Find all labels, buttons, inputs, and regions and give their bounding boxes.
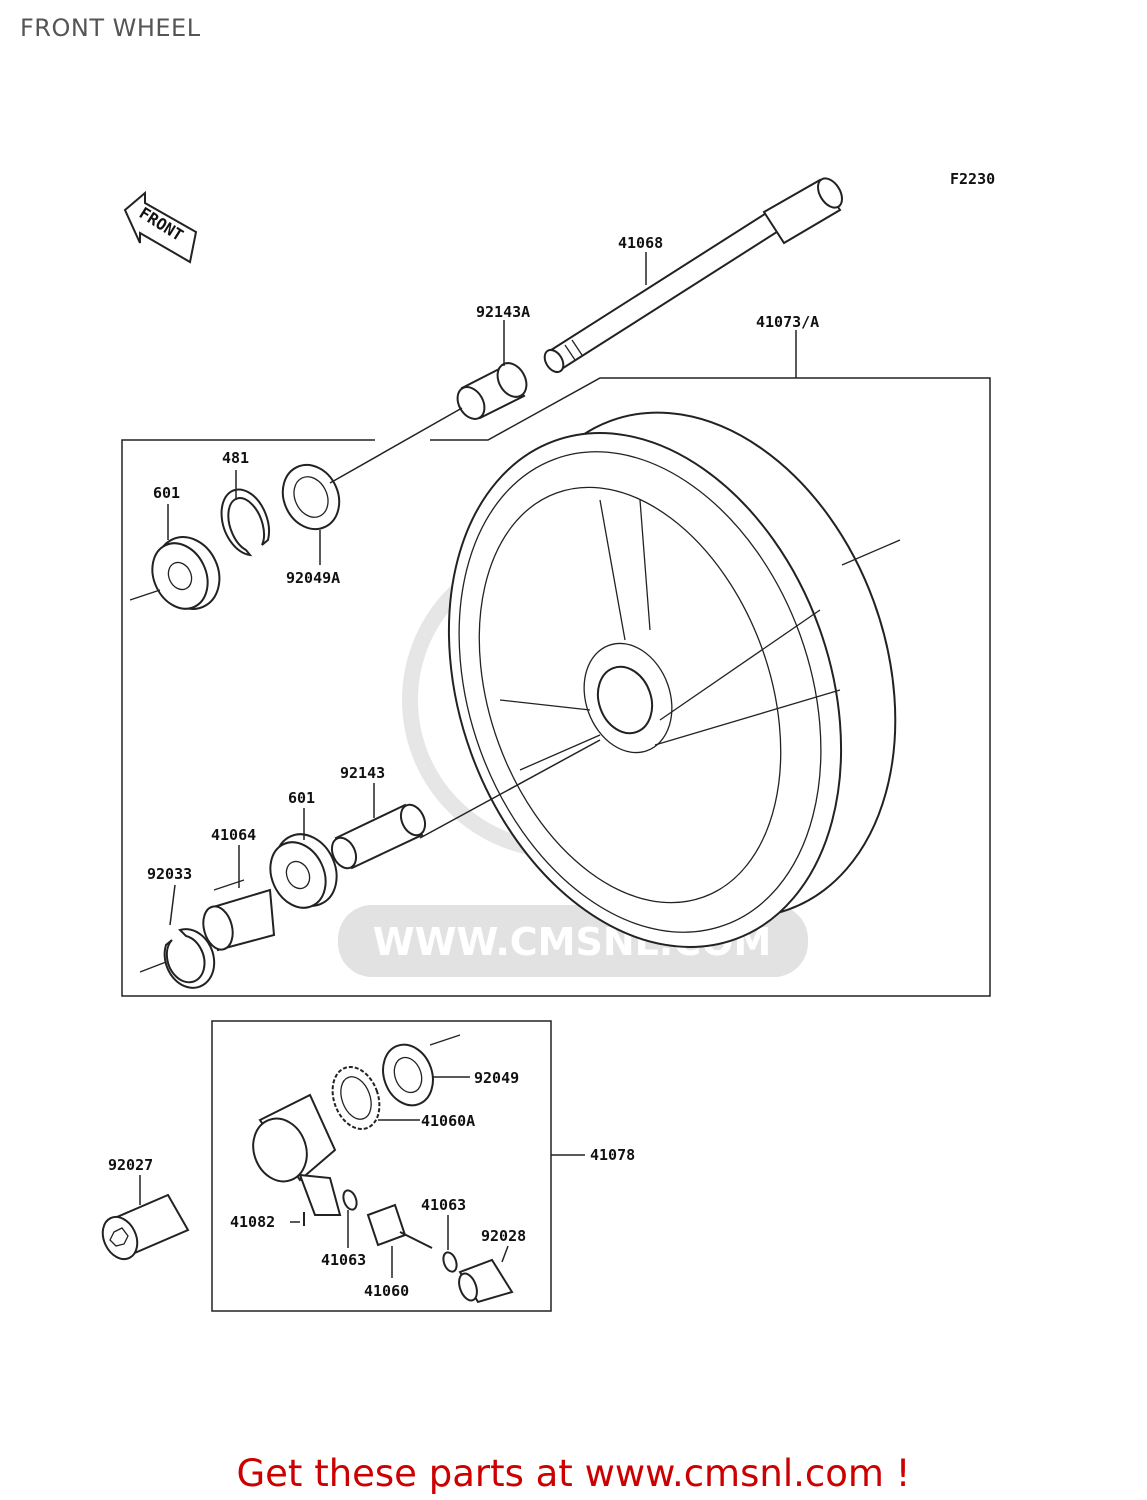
label-41064: 41064	[211, 826, 256, 844]
part-labels: 41068 92143A 41073/A 481 601 92049A 9214…	[108, 234, 819, 1300]
label-41068: 41068	[618, 234, 663, 252]
label-92143: 92143	[340, 764, 385, 782]
figure-code: F2230	[950, 170, 995, 188]
collar-92143A	[456, 362, 528, 420]
circlip-92033	[163, 928, 216, 989]
page-title: FRONT WHEEL	[20, 14, 201, 42]
gear-41060A	[331, 1066, 381, 1130]
bearing-601-bottom	[269, 833, 338, 909]
label-92143A: 92143A	[476, 303, 530, 321]
label-41063-right: 41063	[421, 1196, 466, 1214]
bearing-601-top	[129, 536, 221, 610]
label-92033: 92033	[147, 865, 192, 883]
axle-41068	[543, 177, 843, 374]
label-92027: 92027	[108, 1156, 153, 1174]
label-481: 481	[222, 449, 249, 467]
wheel-41073A	[447, 411, 901, 948]
pinion-41060	[366, 1203, 433, 1249]
circlip-481	[220, 488, 270, 557]
bushing-92028	[458, 1258, 514, 1304]
wheel-assembly-frame	[121, 377, 991, 997]
collar-92143	[330, 803, 427, 870]
gear-housing-body	[252, 1093, 342, 1216]
gear-assembly-frame	[211, 1020, 552, 1312]
label-92028: 92028	[481, 1227, 526, 1245]
label-41063-left: 41063	[321, 1251, 366, 1269]
label-41060: 41060	[364, 1282, 409, 1300]
label-92049A: 92049A	[286, 569, 340, 587]
label-41073A: 41073/A	[756, 313, 819, 331]
oil-seal-92049A	[281, 463, 341, 531]
label-92049: 92049	[474, 1069, 519, 1087]
leader-lines	[139, 252, 797, 1278]
label-601-top: 601	[153, 484, 180, 502]
label-41078: 41078	[590, 1146, 635, 1164]
washer-41063-left	[342, 1189, 358, 1211]
parts-diagram: WWW.CMSNL.COM F2230 FRONT	[101, 170, 995, 1312]
seal-92049	[382, 1034, 461, 1107]
washer-41063-right	[442, 1251, 458, 1273]
promo-link[interactable]: Get these parts at www.cmsnl.com !	[236, 1452, 911, 1495]
label-601-bottom: 601	[288, 789, 315, 807]
bolt-92027	[101, 1193, 190, 1261]
label-41082: 41082	[230, 1213, 275, 1231]
front-arrow: FRONT	[123, 190, 198, 264]
label-41060A: 41060A	[421, 1112, 475, 1130]
housing-41064	[202, 879, 276, 952]
